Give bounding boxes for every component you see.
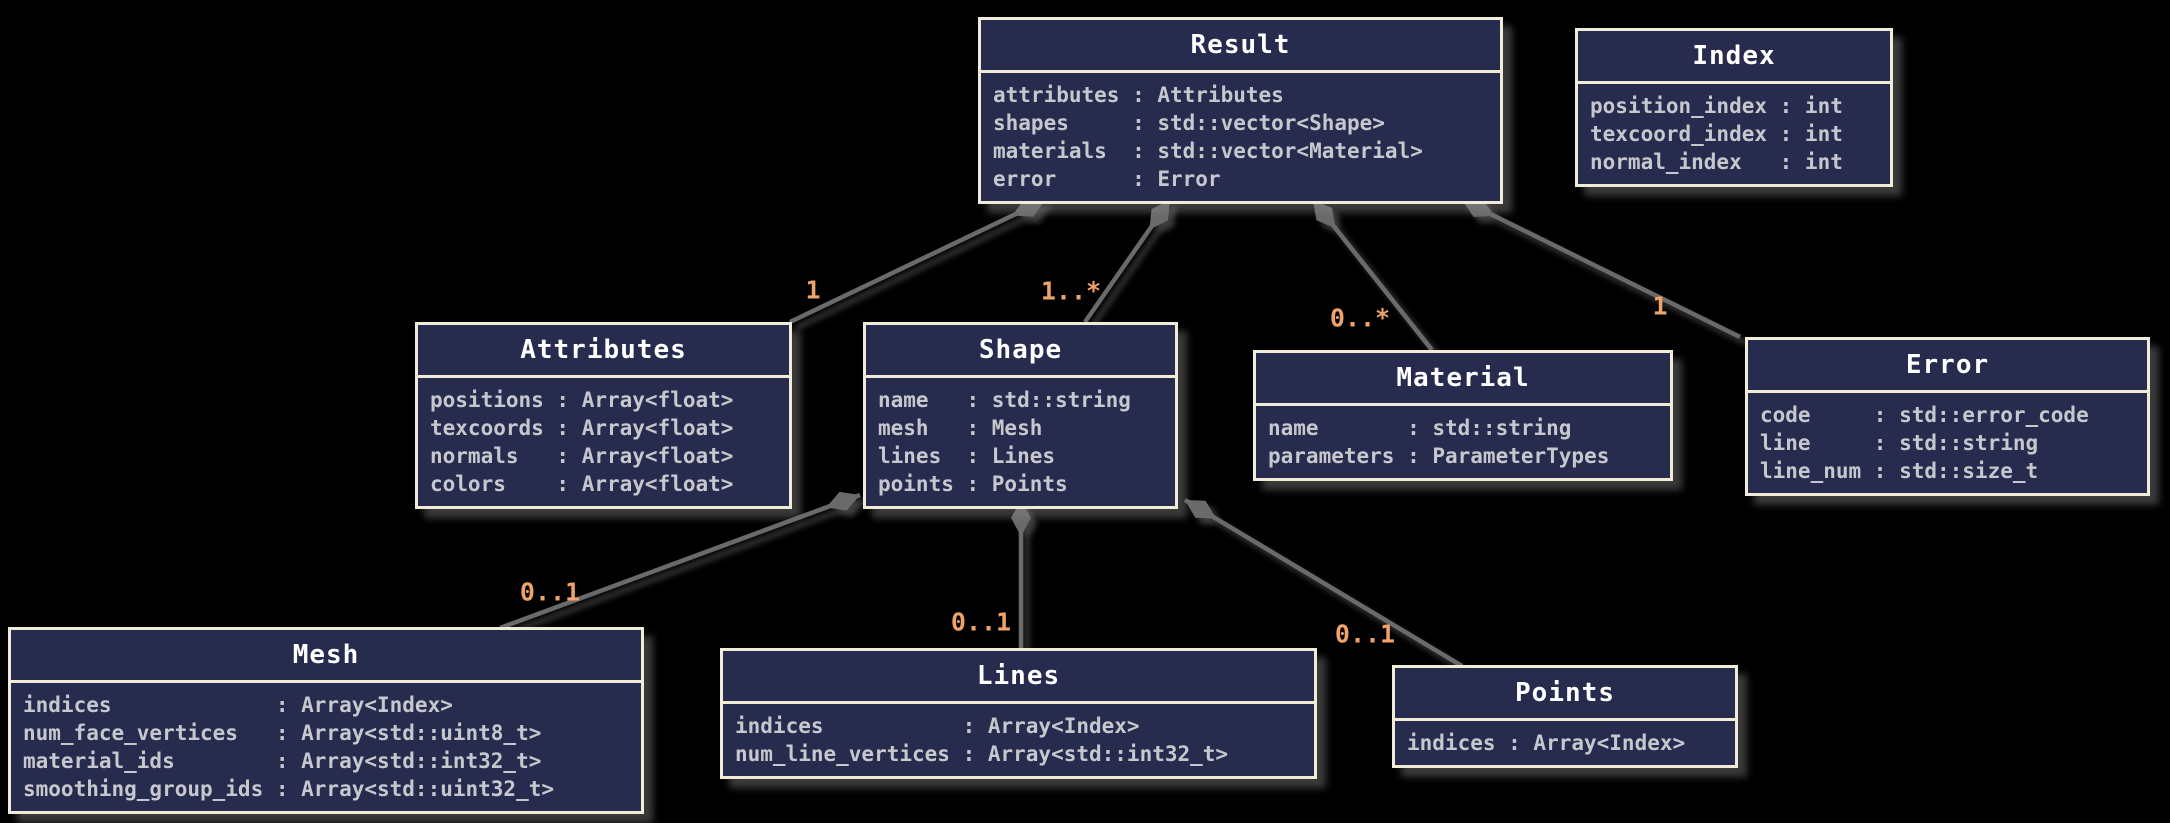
- class-box-index: Index position_index : int texcoord_inde…: [1575, 28, 1893, 187]
- attribute-row: mesh : Mesh: [878, 416, 1043, 440]
- edge-shape-points: [1183, 498, 1464, 668]
- class-box-lines: Lines indices : Array<Index> num_line_ve…: [720, 648, 1317, 779]
- attribute-row: line : std::string: [1760, 431, 2039, 455]
- class-attributes: positions : Array<float> texcoords : Arr…: [418, 375, 789, 506]
- attribute-row: position_index : int: [1590, 94, 1843, 118]
- class-box-attributes: Attributes positions : Array<float> texc…: [415, 322, 792, 509]
- attribute-row: name : std::string: [1268, 416, 1572, 440]
- class-title: Result: [1190, 30, 1291, 60]
- multiplicity-label-result-shape: 1..*: [1040, 276, 1102, 306]
- attribute-row: positions : Array<float>: [430, 388, 734, 412]
- attribute-row: code : std::error_code: [1760, 403, 2089, 427]
- attribute-row: name : std::string: [878, 388, 1131, 412]
- aggregation-diamond-shape-mesh: [826, 491, 860, 511]
- attribute-row: indices : Array<Index>: [735, 714, 1140, 738]
- class-attributes: position_index : int texcoord_index : in…: [1578, 81, 1890, 184]
- multiplicity-label-shape-mesh: 0..1: [519, 577, 581, 607]
- attribute-row: lines : Lines: [878, 444, 1056, 468]
- aggregation-diamond-shape-lines: [1011, 500, 1031, 536]
- class-attributes: attributes : Attributes shapes : std::ve…: [981, 70, 1500, 201]
- class-title: Shape: [978, 335, 1063, 365]
- attribute-row: points : Points: [878, 472, 1068, 496]
- attribute-row: error : Error: [993, 167, 1221, 191]
- attribute-row: normal_index : int: [1590, 150, 1843, 174]
- class-attributes: name : std::string parameters : Paramete…: [1256, 403, 1670, 478]
- attribute-row: material_ids : Array<std::int32_t>: [23, 749, 542, 773]
- class-title: Lines: [976, 661, 1061, 691]
- attribute-row: parameters : ParameterTypes: [1268, 444, 1610, 468]
- aggregation-diamond-shape-points: [1185, 500, 1216, 519]
- edge-result-error: [1461, 197, 1741, 340]
- class-attributes: indices : Array<Index> num_face_vertices…: [11, 680, 641, 811]
- attribute-row: texcoord_index : int: [1590, 122, 1843, 146]
- edge-result-attributes: [789, 197, 1046, 325]
- class-attributes: indices : Array<Index>: [1395, 718, 1735, 765]
- multiplicity-label-shape-lines: 0..1: [950, 607, 1012, 637]
- edge-shape-mesh: [499, 492, 861, 631]
- class-attributes: indices : Array<Index> num_line_vertices…: [723, 701, 1314, 776]
- class-title: Points: [1515, 678, 1615, 708]
- class-title: Attributes: [520, 335, 687, 365]
- attribute-row: attributes : Attributes: [993, 83, 1284, 107]
- attribute-row: texcoords : Array<float>: [430, 416, 734, 440]
- class-title: Error: [1905, 350, 1990, 380]
- aggregation-diamond-result-material: [1313, 200, 1336, 229]
- attribute-row: shapes : std::vector<Shape>: [993, 111, 1385, 135]
- class-attributes: name : std::string mesh : Mesh lines : L…: [866, 375, 1175, 506]
- class-box-material: Material name : std::string parameters :…: [1253, 350, 1673, 481]
- class-title: Mesh: [292, 640, 360, 670]
- class-title: Material: [1396, 363, 1530, 393]
- attribute-row: indices : Array<Index>: [23, 693, 453, 717]
- class-box-points: Points indices : Array<Index>: [1392, 665, 1738, 768]
- attribute-row: normals : Array<float>: [430, 444, 734, 468]
- class-box-result: Result attributes : Attributes shapes : …: [978, 17, 1503, 204]
- attribute-row: indices : Array<Index>: [1407, 731, 1686, 755]
- attribute-row: line_num : std::size_t: [1760, 459, 2039, 483]
- class-title: Index: [1692, 41, 1776, 71]
- multiplicity-label-result-material: 0..*: [1329, 303, 1391, 333]
- attribute-row: materials : std::vector<Material>: [993, 139, 1423, 163]
- class-attributes: code : std::error_code line : std::strin…: [1748, 390, 2147, 493]
- multiplicity-label-result-attributes: 1: [805, 275, 821, 305]
- aggregation-diamond-result-shape: [1149, 200, 1170, 230]
- attribute-row: num_line_vertices : Array<std::int32_t>: [735, 742, 1229, 766]
- attribute-row: colors : Array<float>: [430, 472, 734, 496]
- class-box-shape: Shape name : std::string mesh : Mesh lin…: [863, 322, 1178, 509]
- attribute-row: smoothing_group_ids : Array<std::uint32_…: [23, 777, 555, 801]
- attribute-row: num_face_vertices : Array<std::uint8_t>: [23, 721, 542, 745]
- multiplicity-label-result-error: 1: [1652, 291, 1668, 321]
- class-box-mesh: Mesh indices : Array<Index> num_face_ver…: [8, 627, 644, 814]
- multiplicity-label-shape-points: 0..1: [1334, 619, 1396, 649]
- class-box-error: Error code : std::error_code line : std:…: [1745, 337, 2150, 496]
